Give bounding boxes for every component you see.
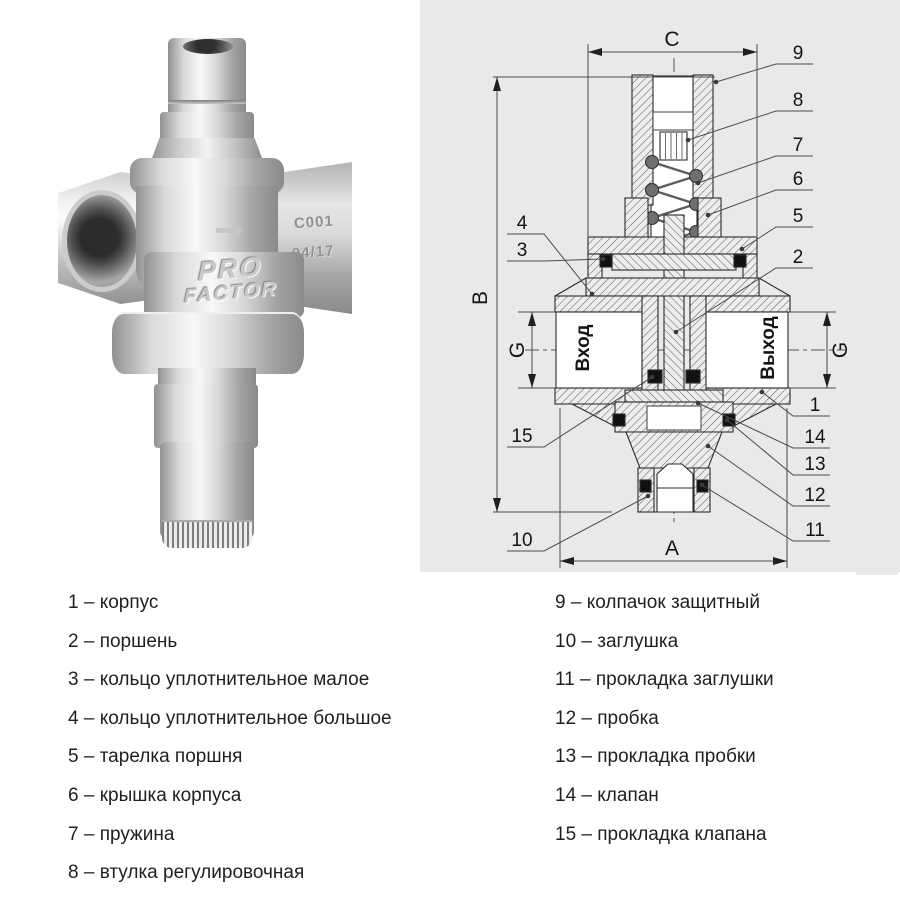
list-item: 11 – прокладка заглушки xyxy=(555,669,774,691)
list-item: 2 – поршень xyxy=(68,630,178,652)
list-item: 12 – пробка xyxy=(555,707,659,729)
list-item: 7 – пружина xyxy=(68,823,175,845)
callout-12: 12 xyxy=(804,485,825,506)
dim-label-a: A xyxy=(665,537,679,560)
adjusting-bushing xyxy=(652,111,694,161)
list-item: 13 – прокладка пробки xyxy=(555,746,756,768)
dimension-arrows xyxy=(493,48,831,565)
photo-inlet-bore xyxy=(62,190,142,292)
diagram-panel: C B A G G Вход Выход 9 8 7 6 5 2 1 14 13… xyxy=(420,0,900,572)
photo-knurled-edge xyxy=(162,520,252,548)
photo-lower-cylinder xyxy=(154,384,258,448)
dim-label-c: C xyxy=(664,28,679,51)
callout-11: 11 xyxy=(805,520,825,541)
dim-label-b: B xyxy=(469,291,492,305)
list-item: 4 – кольцо уплотнительное большое xyxy=(68,707,392,729)
callout-13: 13 xyxy=(804,454,825,475)
photo-flow-arrow-icon xyxy=(216,224,244,237)
list-item: 3 – кольцо уплотнительное малое xyxy=(68,669,370,691)
photo-shoulder xyxy=(160,112,254,142)
parts-list: 1 – корпус 2 – поршень 3 – кольцо уплотн… xyxy=(0,575,900,900)
callout-3: 3 xyxy=(517,240,528,261)
leader-dots xyxy=(589,79,765,499)
list-item: 9 – колпачок защитный xyxy=(555,592,760,613)
callout-15: 15 xyxy=(511,426,532,447)
list-item: 6 – крышка корпуса xyxy=(68,784,242,806)
photo-lock-nut xyxy=(112,312,304,374)
list-item: 15 – прокладка клапана xyxy=(555,823,767,845)
callout-1: 1 xyxy=(810,395,821,416)
callout-numbers: 9 8 7 6 5 2 1 14 13 12 11 4 3 15 10 xyxy=(511,43,826,551)
o-ring-small xyxy=(599,254,747,268)
list-item: 10 – заглушка xyxy=(555,630,679,652)
parts-list-right-column: 9 – колпачок защитный 10 – заглушка 11 –… xyxy=(555,584,774,854)
callout-leaders xyxy=(507,63,830,552)
valve-parts xyxy=(554,74,791,513)
callout-8: 8 xyxy=(793,90,804,111)
parts-list-left-column: 1 – корпус 2 – поршень 3 – кольцо уплотн… xyxy=(68,584,392,893)
photo-body: PRO FACTOR xyxy=(144,251,304,318)
valve-disc xyxy=(624,389,724,403)
photo-stem-groove xyxy=(168,100,246,104)
list-item: 8 – втулка регулировочная xyxy=(68,862,305,884)
callout-2: 2 xyxy=(793,247,804,268)
protective-cap xyxy=(631,74,714,239)
outlet-label: Выход xyxy=(758,316,779,379)
piston xyxy=(663,214,685,403)
inlet-label: Вход xyxy=(573,325,594,372)
plug xyxy=(614,401,734,469)
callout-5: 5 xyxy=(793,206,804,227)
valve-gasket xyxy=(647,369,701,384)
photo-stem-bore xyxy=(183,39,233,54)
cross-section-drawing: C B A G G Вход Выход 9 8 7 6 5 2 1 14 13… xyxy=(469,28,852,568)
list-item: 1 – корпус xyxy=(68,592,159,613)
callout-10: 10 xyxy=(511,530,532,551)
piston-plate xyxy=(611,253,737,271)
list-item: 14 – клапан xyxy=(555,784,659,806)
callout-14: 14 xyxy=(804,427,826,448)
photo-stamp-code: C001 xyxy=(293,212,335,233)
product-photo: C001 04/17 PRO FACTOR xyxy=(28,30,420,578)
callout-6: 6 xyxy=(793,169,804,190)
dimension-lines xyxy=(493,44,836,568)
dim-label-g-right: G xyxy=(829,342,852,358)
callout-9: 9 xyxy=(793,43,804,64)
list-item: 5 – тарелка поршня xyxy=(68,746,243,768)
dim-label-g-left: G xyxy=(506,342,529,358)
callout-7: 7 xyxy=(793,135,804,156)
callout-4: 4 xyxy=(517,213,528,234)
